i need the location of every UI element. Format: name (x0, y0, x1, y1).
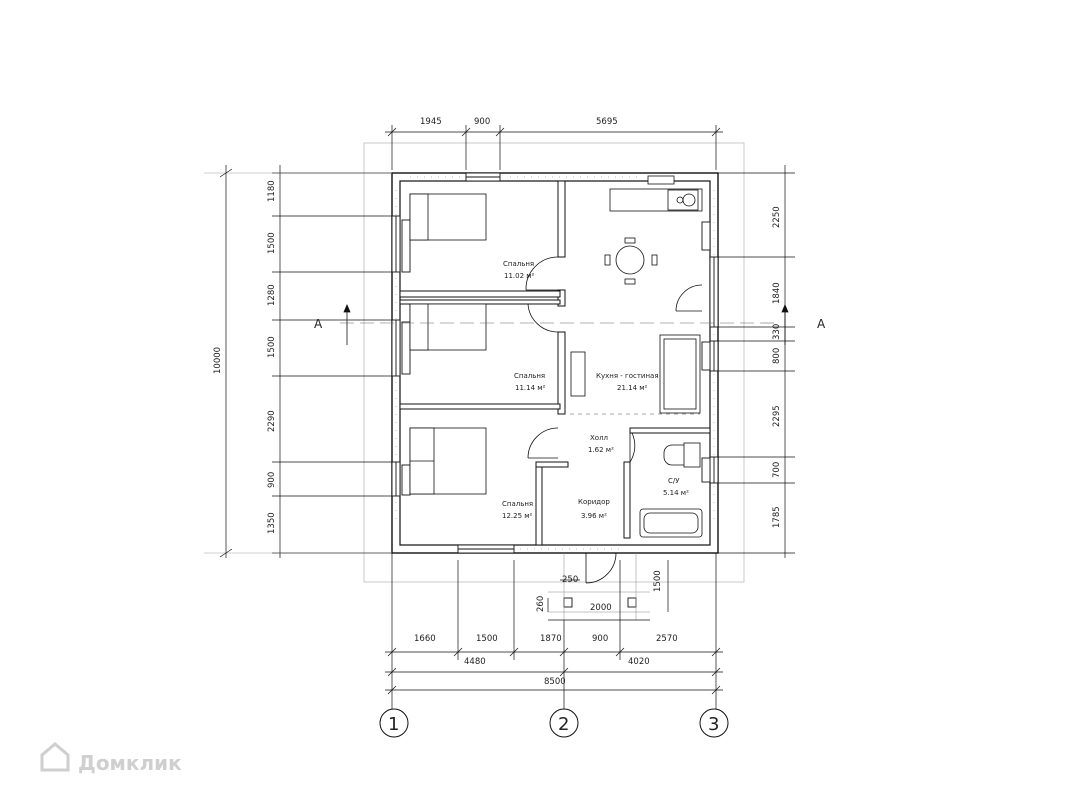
dim-right-2: 1840 (772, 282, 782, 304)
windows (391, 172, 719, 554)
dim-right-1: 2250 (772, 206, 782, 228)
room-bedroom1-area: 11.02 м² (504, 272, 535, 280)
dim-porch-250: 250 (562, 575, 578, 585)
porch (548, 553, 650, 620)
dim-left-6: 900 (267, 472, 277, 488)
section-mark-left: A (314, 317, 323, 331)
dim-left-4: 1500 (267, 336, 277, 358)
room-bedroom3-area: 12.25 м² (502, 512, 533, 520)
outer-frame (363, 142, 745, 583)
room-corridor-area: 3.96 м² (581, 512, 607, 520)
section-mark-right: A (817, 317, 826, 331)
wall-hatch (395, 176, 715, 550)
interior-walls (399, 180, 711, 546)
dim-left-2: 1500 (267, 232, 277, 254)
dim-right-5: 2295 (772, 405, 782, 427)
dim-top-3: 5695 (596, 117, 618, 127)
dim-bottom-right-half: 4020 (628, 657, 650, 667)
dim-bottom-3: 1870 (540, 634, 562, 644)
dim-bottom-5: 2570 (656, 634, 678, 644)
dim-bottom-1: 1660 (414, 634, 436, 644)
room-kitchen-area: 21.14 м² (617, 384, 648, 392)
dim-left-5: 2290 (267, 410, 277, 432)
dim-porch-2000: 2000 (590, 603, 612, 613)
room-hall-area: 1.62 м² (588, 446, 614, 454)
dim-right-3: 330 (772, 324, 782, 340)
room-kitchen-name: Кухня - гостиная (596, 372, 659, 380)
dim-left-total: 10000 (213, 347, 223, 374)
dim-top-1: 1945 (420, 117, 442, 127)
furniture (409, 175, 703, 538)
dim-porch-1500: 1500 (653, 570, 663, 592)
room-bedroom2-area: 11.14 м² (515, 384, 546, 392)
axis-label-2: 2 (558, 714, 569, 735)
room-hall-name: Холл (590, 434, 608, 442)
dim-left-7: 1350 (267, 512, 277, 534)
watermark-text: Домклик (78, 751, 182, 775)
dim-right-7: 1785 (772, 506, 782, 528)
watermark-logo (40, 742, 70, 772)
axis-label-1: 1 (388, 714, 399, 735)
room-bedroom3-name: Спальня (502, 500, 533, 508)
axis-label-3: 3 (708, 714, 719, 735)
room-wc-area: 5.14 м² (663, 489, 689, 497)
room-wc-name: С/У (668, 477, 680, 485)
dim-bottom-left-half: 4480 (464, 657, 486, 667)
dim-bottom-total: 8500 (544, 677, 566, 687)
room-bedroom2-name: Спальня (514, 372, 545, 380)
room-bedroom1-name: Спальня (503, 260, 534, 268)
dim-left-1: 1180 (267, 180, 277, 202)
dimension-lines (204, 125, 795, 712)
dim-left-3: 1280 (267, 284, 277, 306)
dim-right-6: 700 (772, 462, 782, 478)
axis-markers (379, 708, 729, 738)
dim-porch-260: 260 (536, 596, 546, 612)
dim-bottom-2: 1500 (476, 634, 498, 644)
dim-right-4: 800 (772, 348, 782, 364)
room-corridor-name: Коридор (578, 498, 610, 506)
doors (525, 256, 703, 584)
dim-bottom-4: 900 (592, 634, 608, 644)
dim-top-2: 900 (474, 117, 490, 127)
